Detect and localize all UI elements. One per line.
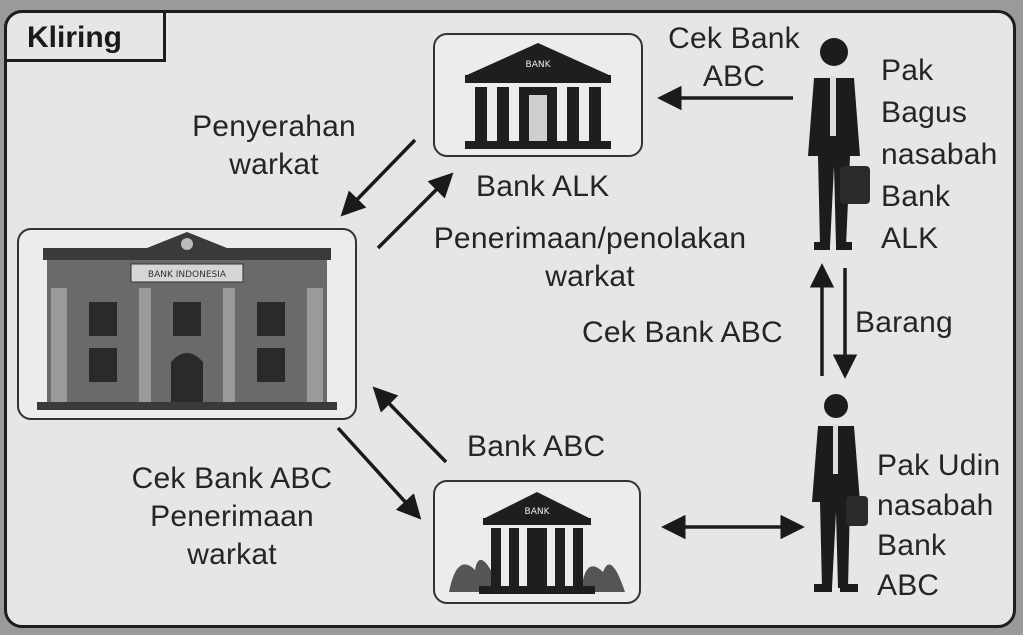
pak-bagus-person-icon bbox=[808, 38, 870, 250]
arrow-clearing-to-bank-abc bbox=[336, 426, 422, 520]
clearing-house-building-icon: BANK INDONESIA bbox=[37, 232, 337, 410]
pak-udin-person-icon bbox=[812, 394, 868, 592]
label-cek-bank-abc-top: Cek Bank ABC bbox=[668, 22, 800, 93]
label-bank-abc: Bank ABC bbox=[467, 430, 606, 463]
label-pak-udin: Pak Udin nasabah Bank ABC bbox=[877, 449, 1001, 602]
diagram-tab-title: Kliring bbox=[4, 10, 166, 62]
bank-alk-card: BANK bbox=[433, 33, 643, 157]
arrow-bank-abc-to-clearing bbox=[372, 386, 448, 464]
label-penerimaan-penolakan-warkat: Penerimaan/penolakan warkat bbox=[433, 222, 747, 293]
label-barang: Barang bbox=[855, 306, 953, 339]
bank-alk-building-icon: BANK bbox=[465, 43, 611, 149]
bank-alk-sign: BANK bbox=[526, 60, 552, 70]
label-bank-alk: Bank ALK bbox=[476, 170, 610, 203]
clearing-house-card: BANK INDONESIA bbox=[17, 228, 357, 420]
label-cek-bank-abc-mid: Cek Bank ABC bbox=[582, 316, 783, 349]
clearing-house-sign: BANK INDONESIA bbox=[148, 270, 227, 280]
label-penyerahan-warkat: Penyerahan warkat bbox=[192, 110, 356, 181]
bank-abc-card: BANK bbox=[433, 480, 641, 604]
label-pak-bagus: Pak Bagus nasabah Bank ALK bbox=[881, 54, 998, 255]
arrow-penyerahan-warkat bbox=[340, 138, 417, 217]
bank-abc-building-icon: BANK bbox=[449, 492, 625, 594]
bank-abc-sign: BANK bbox=[525, 507, 551, 517]
label-cek-penerimaan-warkat: Cek Bank ABC Penerimaan warkat bbox=[131, 462, 333, 571]
arrow-penerimaan-to-bank-alk bbox=[376, 172, 454, 250]
